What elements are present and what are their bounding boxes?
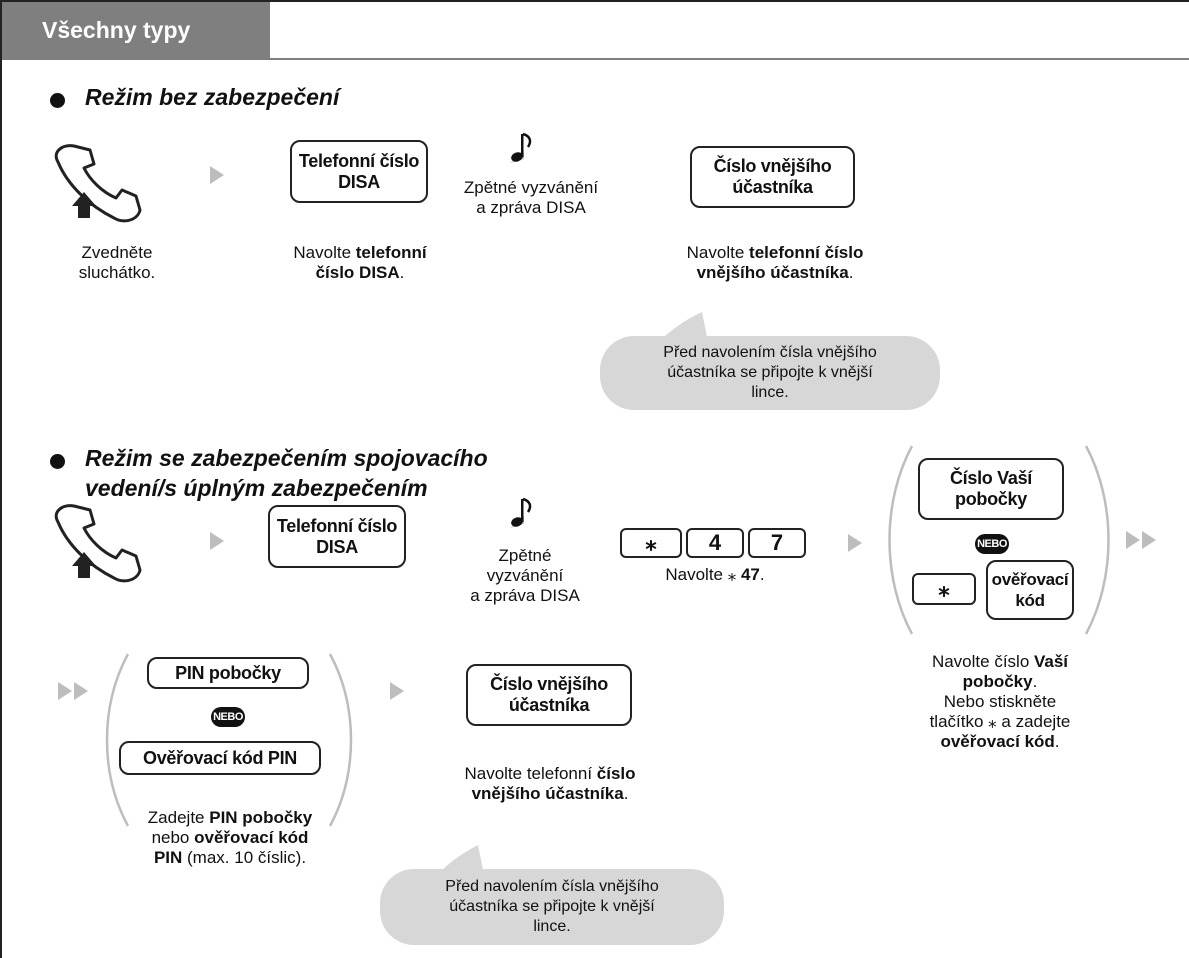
tab-underline — [2, 58, 1189, 60]
extension-caption: Navolte číslo Vaší pobočky. Nebo stiskně… — [929, 652, 1071, 751]
bullet-icon — [50, 454, 65, 469]
pin-caption: Zadejte PIN pobočky nebo ověřovací kód P… — [147, 808, 313, 867]
frame-left-border — [0, 0, 2, 958]
handset-icon — [54, 144, 142, 223]
star-key: ⁎ — [912, 573, 976, 605]
star-key: ⁎ — [620, 528, 682, 558]
dial-outside-caption: Navolte telefonní číslo vnějšího účastní… — [464, 764, 636, 803]
music-note-icon — [510, 132, 532, 163]
bullet-icon — [50, 93, 65, 108]
key-7: 7 — [748, 528, 806, 558]
section-tab: Všechny typy — [2, 2, 270, 60]
nebo-badge: NEBO — [211, 707, 245, 727]
extension-pin-key: PIN pobočky — [147, 657, 309, 689]
frame-top-border — [0, 0, 1189, 2]
step-arrow-icon — [390, 682, 404, 700]
step-arrow-icon — [210, 166, 224, 184]
nebo-badge: NEBO — [975, 534, 1009, 554]
handset-icon — [54, 504, 142, 583]
step-arrow-icon — [848, 534, 862, 552]
tab-label: Všechny typy — [42, 17, 191, 43]
choice-brackets — [105, 653, 353, 827]
music-note-icon — [510, 497, 532, 528]
pin-verification-code-key: Ověřovací kód PIN — [119, 741, 321, 775]
key-4: 4 — [686, 528, 744, 558]
step-arrow-icon — [210, 532, 224, 550]
dial-star-47-caption: Navolte ⁎ 47. — [665, 565, 765, 584]
section1-title: Režim bez zabezpečení — [85, 84, 340, 110]
choice-brackets — [888, 445, 1110, 635]
